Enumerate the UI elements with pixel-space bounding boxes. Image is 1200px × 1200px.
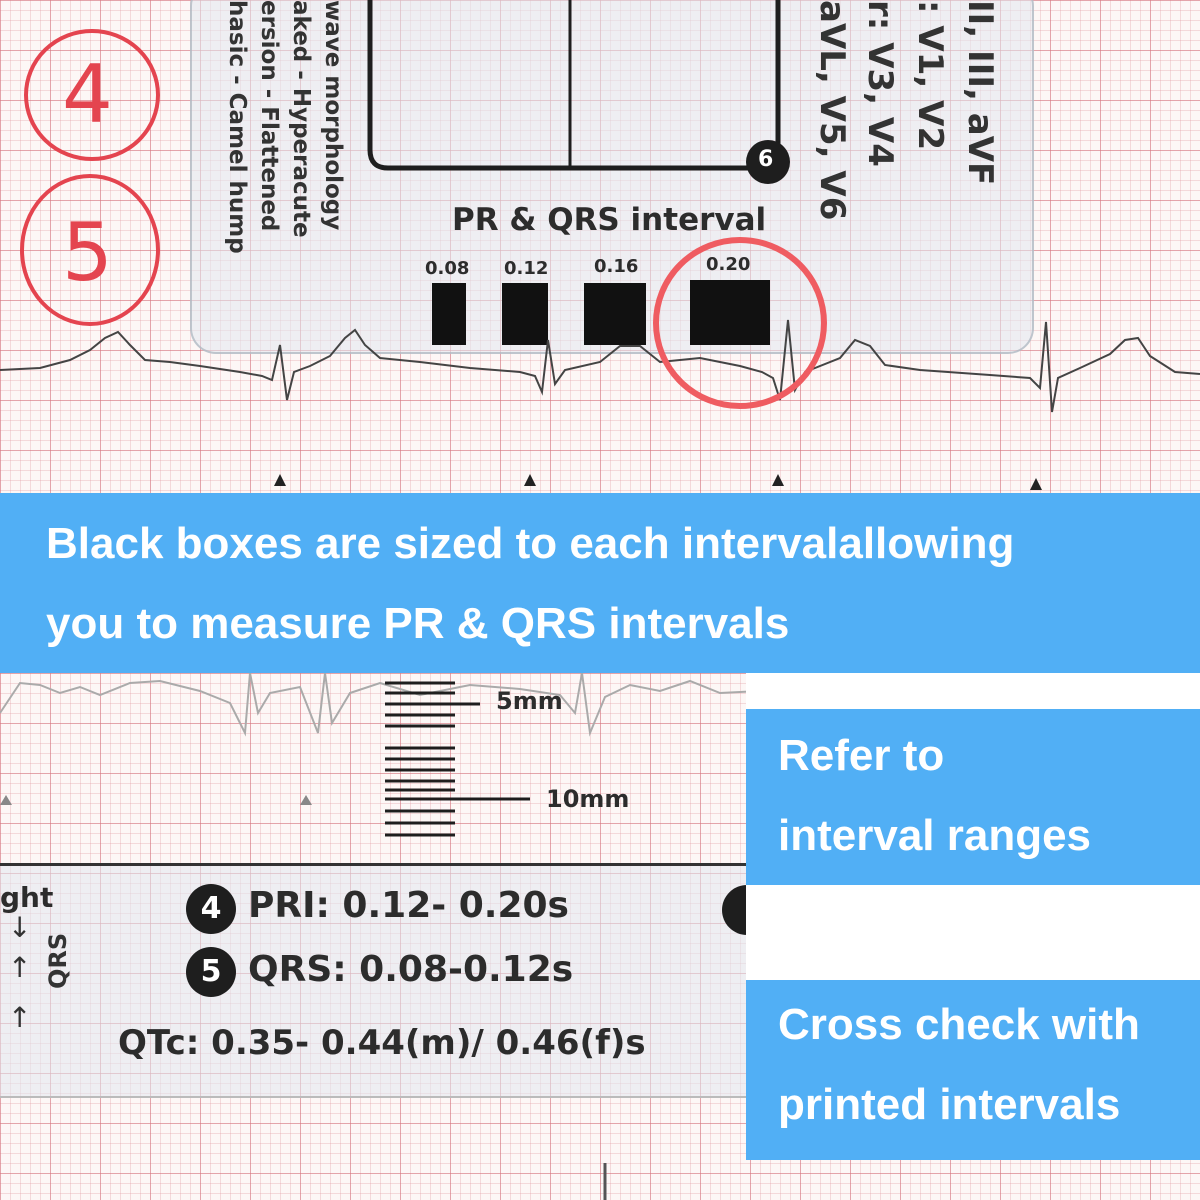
interval-label: 0.12	[504, 258, 549, 279]
callout-refer-line-1: Refer to	[778, 731, 945, 780]
interval-box-0-20	[690, 280, 770, 345]
ecg-top-drawing	[0, 0, 1200, 490]
interval-range-pri: PRI: 0.12- 0.20s	[248, 885, 569, 926]
ruler-morphology-text: wave morphology	[320, 0, 346, 231]
ruler-morphology-text: ersion - Flattened	[256, 0, 282, 232]
beat-marker	[772, 474, 784, 486]
callout-cross-check: Cross check with printed intervals	[746, 980, 1200, 1160]
scale-label-10mm: 10mm	[546, 785, 630, 813]
ruler-lead-text: II, III, aVF	[960, 0, 1000, 186]
beat-marker	[274, 474, 286, 486]
ruler-lead-text: aVL, V5, V6	[812, 0, 852, 221]
section-badge-6	[746, 140, 790, 184]
callout-refer: Refer to interval ranges	[746, 709, 1200, 885]
interval-label: 0.16	[594, 256, 639, 277]
interval-range-qtc: QTc: 0.35- 0.44(m)/ 0.46(f)s	[118, 1023, 646, 1063]
beat-marker	[1030, 478, 1042, 490]
scale-label-5mm: 5mm	[496, 687, 563, 715]
hand-circle-4	[24, 29, 160, 161]
ruler-lead-text: : V1, V2	[910, 0, 950, 151]
beat-marker	[0, 795, 12, 805]
banner-line-1: Black boxes are sized to each intervalal…	[46, 519, 1015, 568]
row-badge-5: 5	[186, 947, 236, 997]
callout-cross-line-2: printed intervals	[778, 1080, 1121, 1129]
arrow-glyph: ↓	[8, 911, 31, 944]
ecg-photo-top: 4 5 II, III, aVF : V1, V2 r: V3, V4 aVL,…	[0, 0, 1200, 493]
hand-number-4: 4	[62, 48, 113, 141]
callout-gap-middle	[746, 885, 1200, 980]
ecg-trace-bottom	[0, 673, 760, 737]
side-label: ght	[0, 881, 54, 914]
interval-box-0-08	[432, 283, 466, 345]
banner-line-2: you to measure PR & QRS intervals	[46, 599, 790, 648]
row-badge-4: 4	[186, 884, 236, 934]
beat-marker	[300, 795, 312, 805]
callout-cross-line-1: Cross check with	[778, 1000, 1140, 1049]
interval-highlight-circle	[653, 237, 827, 409]
interval-title: PR & QRS interval	[452, 202, 767, 238]
ruler-lead-text: r: V3, V4	[860, 0, 900, 167]
interval-range-qrs: QRS: 0.08-0.12s	[248, 949, 574, 990]
section-badge-label: 6	[758, 147, 774, 172]
ecg-bottom-drawing: ↓ ↑ ↑	[0, 673, 760, 1200]
mm-scale	[385, 681, 530, 837]
interval-box-0-12	[502, 283, 548, 345]
callout-gap-top	[746, 673, 1200, 709]
ruler-inner-box	[367, 0, 781, 171]
beat-marker	[524, 474, 536, 486]
side-vertical-label: QRS	[44, 932, 72, 989]
ecg-ruler-strip	[0, 863, 760, 1098]
callout-refer-line-2: interval ranges	[778, 811, 1092, 860]
arrow-glyph: ↑	[8, 951, 31, 984]
interval-label: 0.20	[706, 254, 751, 275]
ruler-morphology-text: hasic - Camel hump	[224, 0, 250, 254]
ecg-trace-top	[0, 319, 1200, 413]
interval-box-0-16	[584, 283, 646, 345]
caption-banner: Black boxes are sized to each intervalal…	[0, 493, 1200, 673]
ruler-morphology-text: aked - Hyperacute	[288, 0, 314, 238]
interval-label: 0.08	[425, 258, 470, 279]
hand-circle-5	[20, 174, 160, 326]
arrow-glyph: ↑	[8, 1001, 31, 1034]
hand-number-5: 5	[62, 206, 113, 299]
